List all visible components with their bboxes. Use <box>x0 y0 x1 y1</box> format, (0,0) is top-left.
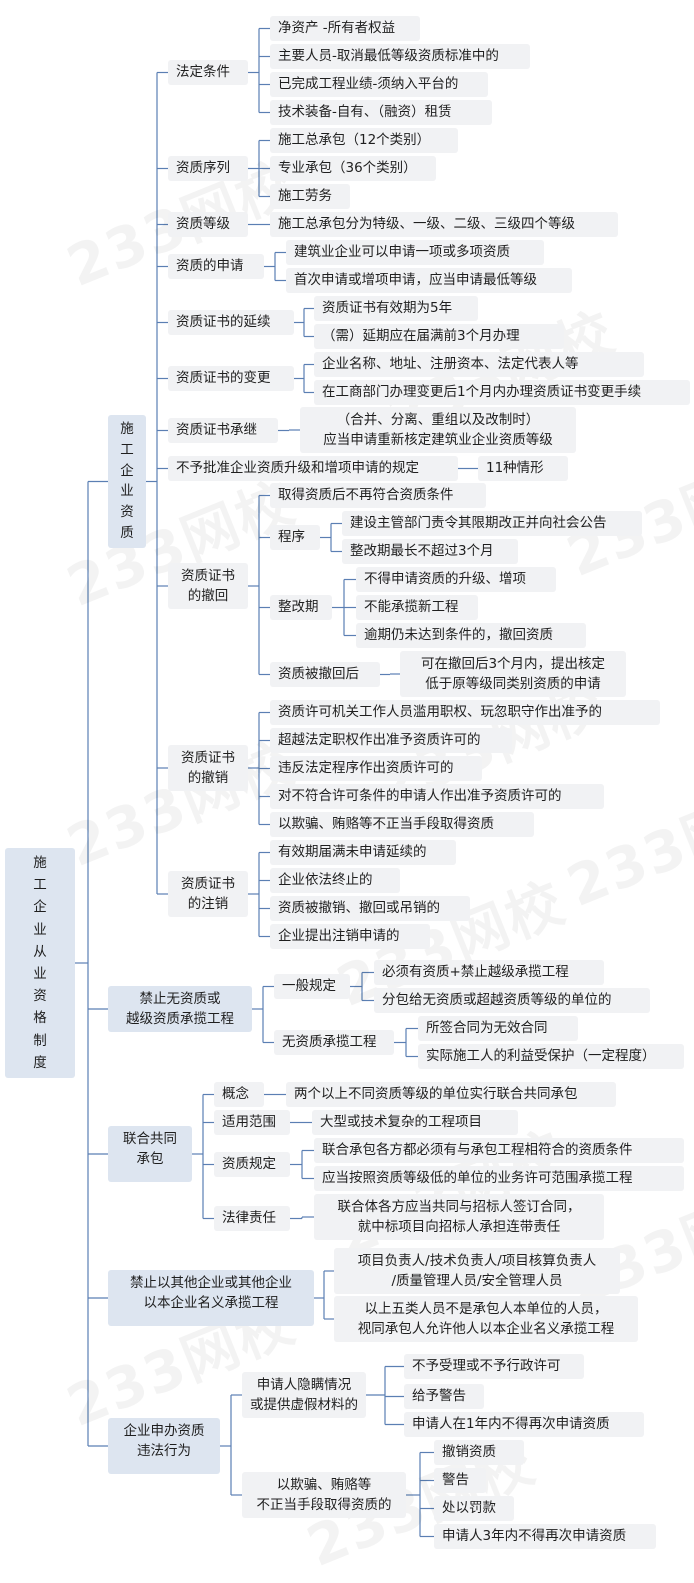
node-s3a: 概念 <box>214 1082 264 1107</box>
node-s2a1: 分包给无资质或超越资质等级的单位的 <box>374 988 650 1013</box>
node-s3a0: 两个以上不同资质等级的单位实行联合共同承包 <box>286 1082 616 1107</box>
node-s1a3: 技术装备-自有、（融资）租赁 <box>270 100 492 125</box>
node-s1f0: 企业名称、地址、注册资本、法定代表人等 <box>314 352 644 377</box>
node-s1b0: 施工总承包（12个类别） <box>270 128 458 153</box>
node-s1i3: 资质被撤回后 <box>270 662 380 687</box>
node-s1a2: 已完成工程业绩-须纳入平台的 <box>270 72 488 97</box>
node-s1i11: 整改期最长不超过3个月 <box>342 539 518 564</box>
node-s1i30: 可在撤回后3个月内，提出核定低于原等级同类别资质的申请 <box>400 651 626 697</box>
node-s3: 联合共同承包 <box>108 1126 192 1182</box>
node-s1j: 资质证书的撤销 <box>168 745 248 791</box>
node-s1d0: 建筑业企业可以申请一项或多项资质 <box>286 240 544 265</box>
node-s1e: 资质证书的延续 <box>168 310 294 335</box>
node-s1d: 资质的申请 <box>168 254 264 279</box>
node-s1k0: 有效期届满未申请延续的 <box>270 840 456 865</box>
node-s1a: 法定条件 <box>168 60 248 85</box>
node-s1h: 不予批准企业资质升级和增项申请的规定 <box>168 456 458 481</box>
node-s2b0: 所签合同为无效合同 <box>418 1016 578 1041</box>
node-s1i: 资质证书的撤回 <box>168 563 248 609</box>
node-s1b1: 专业承包（36个类别） <box>270 156 436 181</box>
node-s5b: 以欺骗、贿赂等不正当手段取得资质的 <box>242 1472 406 1518</box>
node-s1k2: 资质被撤销、撤回或吊销的 <box>270 896 470 921</box>
node-s3c1: 应当按照资质等级低的单位的业务许可范围承揽工程 <box>314 1166 684 1191</box>
node-s1k3: 企业提出注销申请的 <box>270 924 430 949</box>
node-s2a0: 必须有资质+禁止越级承揽工程 <box>374 960 604 985</box>
node-s1g0: （合并、分离、重组以及改制时）应当申请重新核定建筑业企业资质等级 <box>300 407 576 453</box>
node-s1i0: 取得资质后不再符合资质条件 <box>270 483 486 508</box>
node-s3b: 适用范围 <box>214 1110 290 1135</box>
node-s3c: 资质规定 <box>214 1152 290 1177</box>
node-s4b: 以上五类人员不是承包人本单位的人员，视同承包人允许他人以本企业名义承揽工程 <box>334 1296 638 1342</box>
node-s1d1: 首次申请或增项申请，应当申请最低等级 <box>286 268 572 293</box>
node-s4: 禁止以其他企业或其他企业以本企业名义承揽工程 <box>108 1270 314 1326</box>
node-s1j1: 超越法定职权作出准予资质许可的 <box>270 728 512 753</box>
node-s5: 企业申办资质违法行为 <box>108 1418 220 1474</box>
node-s1f1: 在工商部门办理变更后1个月内办理资质证书变更手续 <box>314 380 690 405</box>
node-s1k: 资质证书的注销 <box>168 871 248 917</box>
node-s2a: 一般规定 <box>274 974 350 999</box>
node-s5b0: 撤销资质 <box>434 1440 524 1465</box>
node-s2: 禁止无资质或越级资质承揽工程 <box>108 986 252 1032</box>
node-s1i22: 逾期仍未达到条件的，撤回资质 <box>356 623 586 648</box>
node-s1b2: 施工劳务 <box>270 184 350 209</box>
node-s3d0: 联合体各方应当共同与招标人签订合同，就中标项目向招标人承担连带责任 <box>314 1194 604 1240</box>
node-s1b: 资质序列 <box>168 156 248 181</box>
node-s1i2: 整改期 <box>270 595 332 620</box>
node-s1j3: 对不符合许可条件的申请人作出准予资质许可的 <box>270 784 604 809</box>
node-s5b2: 处以罚款 <box>434 1496 514 1521</box>
node-s1j4: 以欺骗、贿赂等不正当手段取得资质 <box>270 812 534 837</box>
node-s5a: 申请人隐瞒情况或提供虚假材料的 <box>242 1372 366 1418</box>
node-s4a: 项目负责人/技术负责人/项目核算负责人/质量管理人员/安全管理人员 <box>334 1248 620 1294</box>
node-s1a0: 净资产 -所有者权益 <box>270 16 420 41</box>
node-s5b1: 警告 <box>434 1468 486 1493</box>
node-s3d: 法律责任 <box>214 1206 290 1231</box>
node-s1e0: 资质证书有效期为5年 <box>314 296 478 321</box>
node-s1: 施工企业资质 <box>108 415 146 548</box>
node-s3b0: 大型或技术复杂的工程项目 <box>312 1110 518 1135</box>
node-s1i1: 程序 <box>270 525 320 550</box>
node-s1k1: 企业依法终止的 <box>270 868 400 893</box>
node-s5a2: 申请人在1年内不得再次申请资质 <box>404 1412 644 1437</box>
node-s1i10: 建设主管部门责令其限期改正并向社会公告 <box>342 511 642 536</box>
node-s3c0: 联合承包各方都必须有与承包工程相符合的资质条件 <box>314 1138 684 1163</box>
node-root: 施工企业从业资格制度 <box>5 848 75 1078</box>
node-s1a1: 主要人员-取消最低等级资质标准中的 <box>270 44 530 69</box>
node-s1f: 资质证书的变更 <box>168 366 294 391</box>
node-s1i20: 不得申请资质的升级、增项 <box>356 567 556 592</box>
node-s1j2: 违反法定程序作出资质许可的 <box>270 756 482 781</box>
node-s2b: 无资质承揽工程 <box>274 1030 394 1055</box>
node-s1h0: 11种情形 <box>478 456 568 481</box>
node-s1e1: （需）延期应在届满前3个月办理 <box>314 324 564 349</box>
node-s1c: 资质等级 <box>168 212 248 237</box>
node-s2b1: 实际施工人的利益受保护（一定程度） <box>418 1044 684 1069</box>
node-s5a1: 给予警告 <box>404 1384 484 1409</box>
node-s1j0: 资质许可机关工作人员滥用职权、玩忽职守作出准予的 <box>270 700 660 725</box>
node-s5a0: 不予受理或不予行政许可 <box>404 1354 584 1379</box>
node-s1i21: 不能承揽新工程 <box>356 595 478 620</box>
node-s5b3: 申请人3年内不得再次申请资质 <box>434 1524 656 1549</box>
node-s1c0: 施工总承包分为特级、一级、二级、三级四个等级 <box>270 212 618 237</box>
node-s1g: 资质证书承继 <box>168 418 278 443</box>
